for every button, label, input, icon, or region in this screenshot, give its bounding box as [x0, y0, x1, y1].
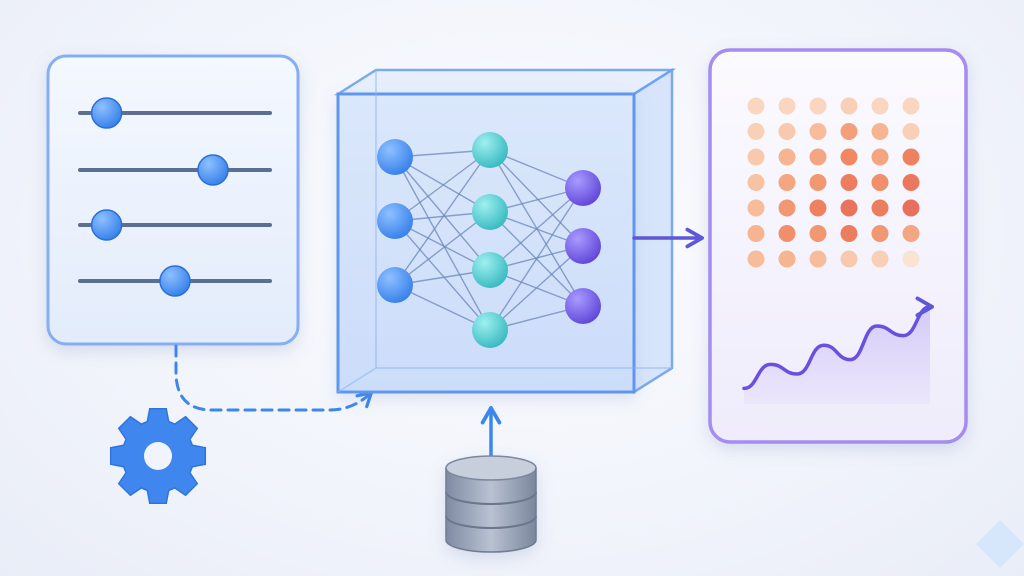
sliders-icon: [78, 97, 272, 297]
trend-line: [742, 296, 934, 391]
neural-network-icon: [377, 132, 601, 348]
slider-knob: [197, 154, 229, 186]
heatmap-cell: [902, 250, 920, 268]
heatmap-cell: [871, 250, 889, 268]
gear-icon: [109, 407, 207, 505]
heatmap-cell: [840, 97, 858, 115]
network-node: [565, 288, 601, 324]
heatmap-cell: [871, 97, 889, 115]
network-node: [472, 132, 508, 168]
heatmap-chart-icon: [747, 97, 920, 268]
heatmap-cell: [871, 123, 889, 140]
heatmap-cell: [840, 174, 858, 191]
corner-decoration: [976, 520, 1024, 568]
database-icon: [445, 455, 537, 553]
network-node: [472, 252, 508, 288]
heatmap-cell: [871, 174, 889, 191]
model-cube: [333, 67, 677, 395]
trend-chart: [742, 296, 934, 404]
heatmap-cell: [778, 199, 796, 217]
heatmap-cell: [902, 174, 920, 191]
heatmap-cell: [902, 225, 920, 242]
heatmap-cell: [747, 174, 765, 191]
heatmap-cell: [840, 199, 858, 217]
heatmap-cell: [809, 174, 827, 191]
heatmap-cell: [809, 97, 827, 115]
heatmap-cell: [902, 97, 920, 115]
slider-knob: [90, 209, 123, 241]
heatmap-cell: [840, 123, 858, 140]
heatmap-cell: [840, 148, 858, 166]
heatmap-cell: [809, 199, 827, 217]
network-node: [565, 228, 601, 264]
network-node: [377, 139, 413, 175]
trend-area: [744, 306, 930, 404]
heatmap-cell: [778, 123, 796, 140]
heatmap-cell: [747, 225, 765, 242]
network-node: [377, 267, 413, 303]
network-node: [472, 194, 508, 230]
heatmap-cell: [809, 123, 827, 140]
heatmap-cell: [809, 250, 827, 268]
heatmap-cell: [871, 199, 889, 217]
heatmap-cell: [747, 97, 765, 115]
heatmap-cell: [747, 250, 765, 268]
heatmap-cell: [778, 250, 796, 268]
network-node: [377, 203, 413, 239]
network-node: [472, 312, 508, 348]
heatmap-cell: [747, 123, 765, 140]
heatmap-cell: [902, 123, 920, 140]
heatmap-cell: [871, 225, 889, 242]
slider-knob: [159, 265, 191, 297]
heatmap-cell: [809, 225, 827, 242]
output-panel: [708, 48, 968, 444]
heatmap-cell: [778, 225, 796, 242]
heatmap-cell: [871, 148, 889, 166]
heatmap-cell: [747, 148, 765, 166]
heatmap-cell: [902, 199, 920, 217]
config-panel: [46, 54, 300, 346]
heatmap-cell: [840, 250, 858, 268]
slider-knob: [90, 97, 123, 129]
network-node: [565, 170, 601, 206]
heatmap-cell: [747, 199, 765, 217]
config-to-model-connector: [174, 344, 373, 412]
heatmap-cell: [778, 97, 796, 115]
heatmap-cell: [778, 148, 796, 166]
heatmap-cell: [840, 225, 858, 242]
heatmap-cell: [902, 148, 920, 166]
heatmap-cell: [778, 174, 796, 191]
heatmap-cell: [809, 148, 827, 166]
